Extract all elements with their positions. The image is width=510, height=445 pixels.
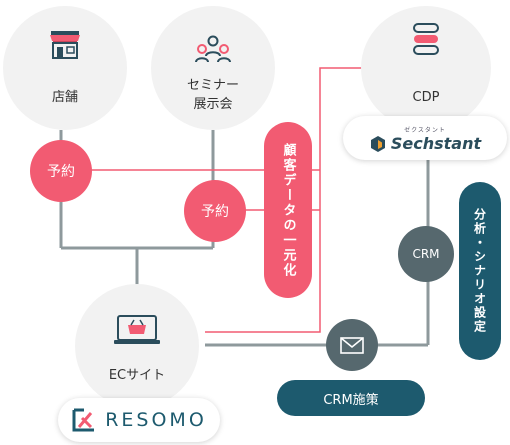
resomo-mark-icon: [72, 408, 95, 432]
resomo-wordmark: RESOMO: [105, 409, 207, 431]
seminar-node: セミナー 展示会: [151, 6, 275, 130]
reserve-badge-seminar: 予約: [184, 180, 246, 242]
sechstant-logo: ゼクスタント Sechstant: [343, 116, 507, 160]
ec-label: ECサイト: [108, 368, 166, 383]
unify-text: 顧客データの一元化: [280, 142, 296, 278]
store-node: 店舗: [3, 6, 127, 130]
ec-node: ECサイト: [75, 284, 199, 408]
seminar-label: セミナー 展示会: [151, 76, 275, 114]
cdp-label: CDP: [412, 90, 440, 105]
store-icon: [50, 31, 80, 59]
ec-data-line: [205, 67, 362, 333]
store-label: 店舗: [51, 90, 78, 105]
reserve-badge-store: 予約: [30, 140, 92, 202]
sechstant-kana: ゼクスタント: [404, 127, 446, 134]
analysis-pill: 分析・シナリオ設定: [459, 182, 501, 360]
people-icon: [195, 35, 231, 63]
sechstant-mark-icon: [370, 135, 385, 152]
mail-badge: [326, 319, 378, 371]
basket-icon: [114, 315, 160, 344]
resomo-logo: RESOMO: [58, 398, 220, 442]
database-icon: [413, 23, 439, 55]
seminar-label-line2: 展示会: [193, 97, 233, 112]
crm-measure-pill: CRM施策: [277, 380, 425, 416]
analysis-text: 分析・シナリオ設定: [472, 208, 487, 334]
cdp-node: CDP: [361, 6, 491, 130]
sechstant-wordmark: Sechstant: [390, 134, 482, 153]
crm-badge: CRM: [398, 226, 454, 282]
unify-pill: 顧客データの一元化: [264, 122, 312, 298]
seminar-label-line1: セミナー: [186, 78, 239, 93]
mail-icon: [340, 336, 364, 354]
